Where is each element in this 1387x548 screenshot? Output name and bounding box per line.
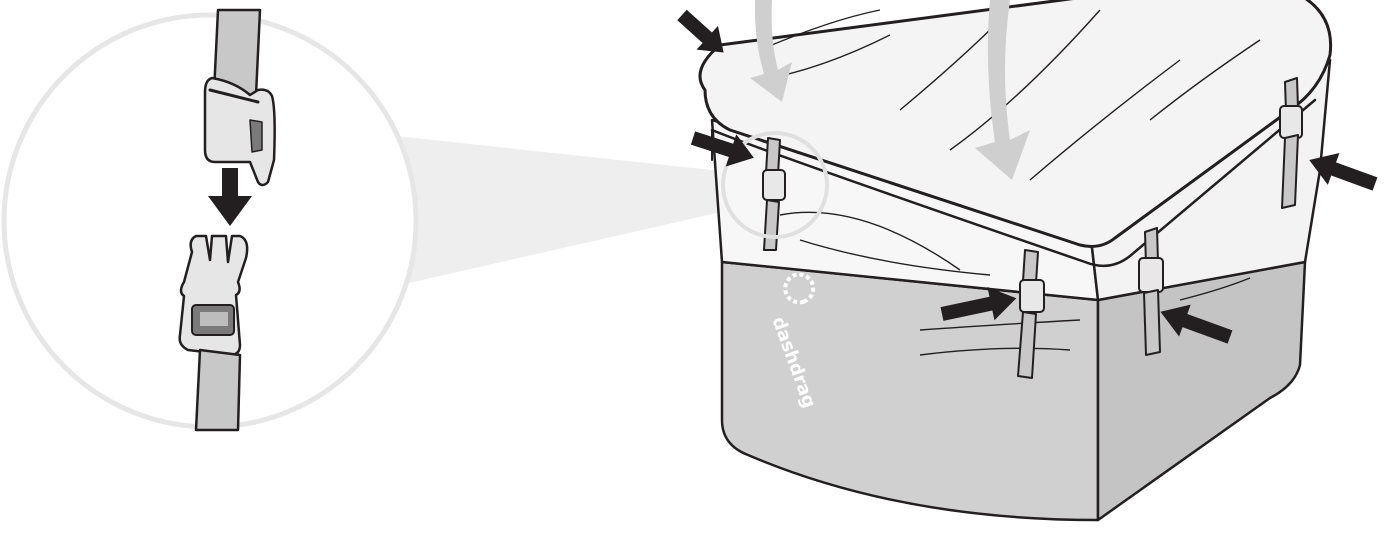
box-side-bottom <box>1098 262 1305 520</box>
buckle-side-left <box>1139 258 1163 292</box>
detail-lower-strap <box>196 350 240 430</box>
buckle-side-right <box>1280 106 1302 138</box>
buckle-detail-magnifier <box>4 10 416 430</box>
buckle-front-left <box>763 170 785 200</box>
buckle-front-right <box>1020 280 1044 312</box>
storage-box: dashdrag <box>700 0 1331 520</box>
magnifier-beam <box>396 136 730 285</box>
